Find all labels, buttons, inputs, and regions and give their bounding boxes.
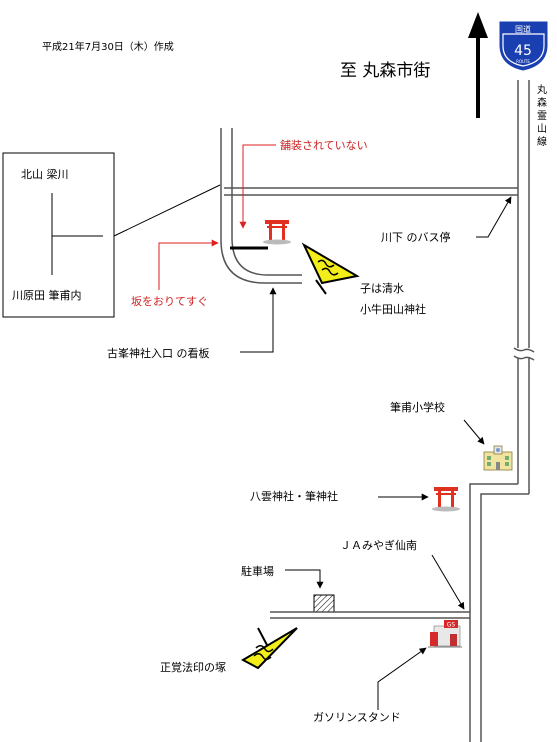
vertical-road-label: 丸 森 霊 山 線 [537,83,547,148]
ja-label: ＪＡみやぎ仙南 [340,538,417,552]
parking-label: 駐車場 [241,564,274,578]
pennant-marker-icon [301,242,360,295]
school-arrow [463,419,485,445]
svg-text:山: 山 [537,123,547,135]
north-arrow-icon [468,12,488,118]
svg-text:GS: GS [447,622,456,629]
signboard-label: 古峯神社入口 の看板 [107,346,210,360]
route-sign-number: 45 [514,43,532,59]
shrine-label-2: 小牛田山神社 [360,302,426,316]
parking-icon [313,594,335,613]
route-sign-bottom: ROUTE [516,59,530,64]
bus-stop-label: 川下 のバス停 [381,230,451,244]
signboard-arrow [240,287,277,353]
side-road-lower [270,611,470,619]
monument-label: 正覚法印の塚 [160,660,226,674]
yakumo-torii-icon [432,487,460,512]
shrine-label-1: 子は清水 [360,282,404,295]
destination-label: 至 丸森市街 [340,61,430,81]
ja-arrow [431,554,465,610]
gas-station-icon: GS [428,620,462,648]
svg-text:線: 線 [537,135,547,148]
bus-stop-arrow [476,196,512,238]
svg-text:丸: 丸 [537,83,547,96]
torii-icon [263,220,291,245]
gas-arrow [377,647,427,710]
slope-arrow [158,239,219,290]
svg-text:霊: 霊 [537,110,547,122]
inset-map: 北山 梁川 川原田 筆甫内 [2,152,221,318]
gas-label: ガソリンスタンド [313,711,401,724]
route-sign-top: 国道 [515,24,531,34]
parking-arrow [285,569,324,589]
inset-south-label: 川原田 筆甫内 [12,288,82,302]
monument-marker-icon [240,627,298,670]
svg-text:森: 森 [537,96,547,109]
main-road [469,80,535,742]
school-icon [483,445,513,471]
side-road-upper [220,128,518,284]
school-label: 筆甫小学校 [390,400,445,414]
unpaved-label: 舗装されていない [280,138,368,152]
inset-north-label: 北山 梁川 [21,167,69,181]
yakumo-label: 八雲神社・筆神社 [250,489,338,503]
slope-label: 坂をおりてすぐ [131,295,208,308]
unpaved-arrow [239,144,276,229]
route-45-sign-icon: 国道 45 ROUTE [499,21,548,71]
created-date: 平成21年7月30日（木）作成 [42,40,174,53]
